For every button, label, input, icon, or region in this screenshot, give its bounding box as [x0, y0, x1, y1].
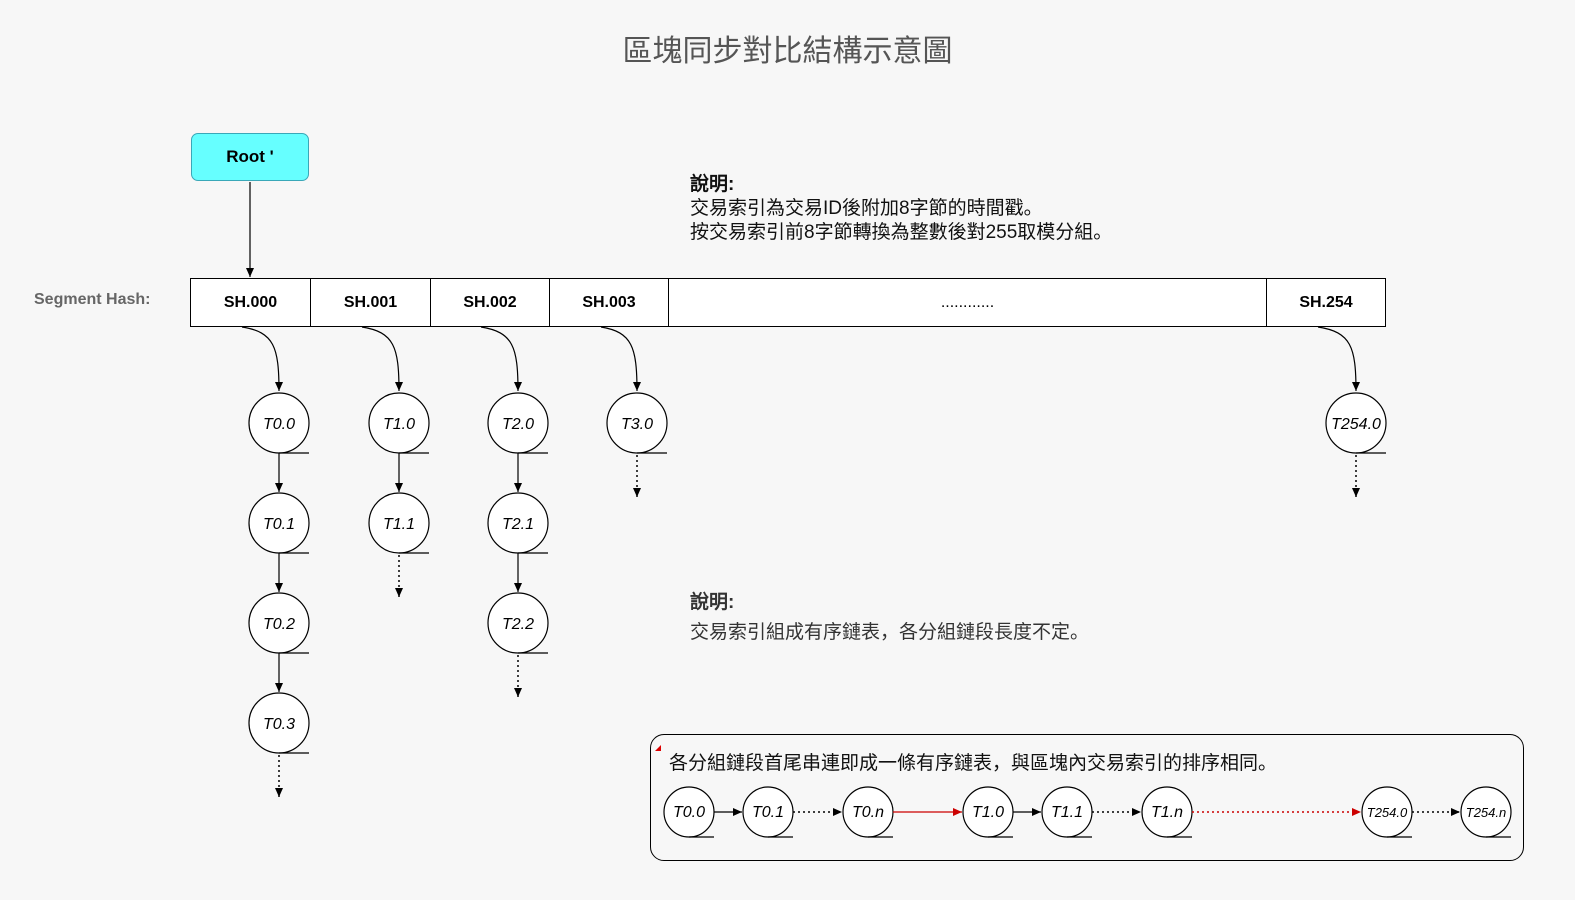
note-1-heading: 說明: — [690, 174, 735, 195]
segment-link-sh-000 — [241, 326, 283, 392]
segment-cell-sh000: SH.000 — [190, 278, 311, 327]
tx-node-label: T2.2 — [502, 616, 534, 633]
chain-node-label: T0.n — [852, 804, 884, 821]
segment-hash-label: Segment Hash: — [34, 291, 151, 308]
segment-cell-ellipsis: ............ — [668, 278, 1267, 327]
tx-node-label: T0.2 — [263, 616, 295, 633]
segment-link-sh-003 — [600, 326, 641, 392]
chain-node-label: T1.1 — [1051, 804, 1083, 821]
chain-node-label: T0.1 — [752, 804, 784, 821]
tx-node-label: T0.1 — [263, 516, 295, 533]
tx-node-label: T254.0 — [1331, 416, 1381, 433]
tree-layer: T0.0T0.1T0.2T0.3 T1.0T1.1 T2.0T2.1T2.2 T3.0… — [241, 182, 1387, 797]
segment-link-sh-002 — [480, 326, 522, 392]
tx-node-label: T3.0 — [621, 416, 653, 433]
chain-node-label: T1.0 — [972, 804, 1004, 821]
tx-node-label: T0.3 — [263, 716, 295, 733]
chain-node-label: T1.n — [1151, 804, 1183, 821]
ordered-chain-box — [650, 734, 1524, 861]
segment-link-sh-001 — [361, 326, 403, 392]
tx-node-label: T1.0 — [383, 416, 415, 433]
segment-link-sh-254 — [1317, 326, 1360, 392]
root-node: Root ' — [191, 133, 309, 181]
note-2-heading: 說明: — [690, 592, 735, 613]
note-1-line-1: 交易索引為交易ID後附加8字節的時間戳。 — [690, 198, 1043, 219]
diagram-title: 區塊同步對比結構示意圖 — [622, 35, 953, 68]
segment-cell-sh254: SH.254 — [1266, 278, 1386, 327]
ordered-chain-text: 各分組鏈段首尾串連即成一條有序鏈表，與區塊內交易索引的排序相同。 — [669, 753, 1278, 774]
chain-node-label: T254.n — [1466, 805, 1506, 820]
chain-node-label: T254.0 — [1367, 805, 1408, 820]
note-1: 說明: 交易索引為交易ID後附加8字節的時間戳。 按交易索引前8字節轉換為整數後… — [690, 173, 1112, 245]
chain-corner-marker — [655, 745, 661, 751]
note-2-line-1: 交易索引組成有序鏈表，各分組鏈段長度不定。 — [690, 622, 1090, 643]
note-1-line-2: 按交易索引前8字節轉換為整數後對255取模分組。 — [690, 222, 1113, 243]
chain-layer: T0.0 T0.1 T0.n T1.0 T1.1 T1.n T254.0 T254.n — [663, 786, 1512, 838]
segment-cell-sh002: SH.002 — [430, 278, 550, 327]
segment-cell-sh001: SH.001 — [310, 278, 431, 327]
tx-node-label: T2.0 — [502, 416, 534, 433]
segment-cell-sh003: SH.003 — [549, 278, 669, 327]
chain-node-label: T0.0 — [673, 804, 705, 821]
tx-node-label: T0.0 — [263, 416, 295, 433]
tx-node-label: T1.1 — [383, 516, 415, 533]
note-2: 說明: 交易索引組成有序鏈表，各分組鏈段長度不定。 — [690, 588, 1089, 648]
tx-node-label: T2.1 — [502, 516, 534, 533]
